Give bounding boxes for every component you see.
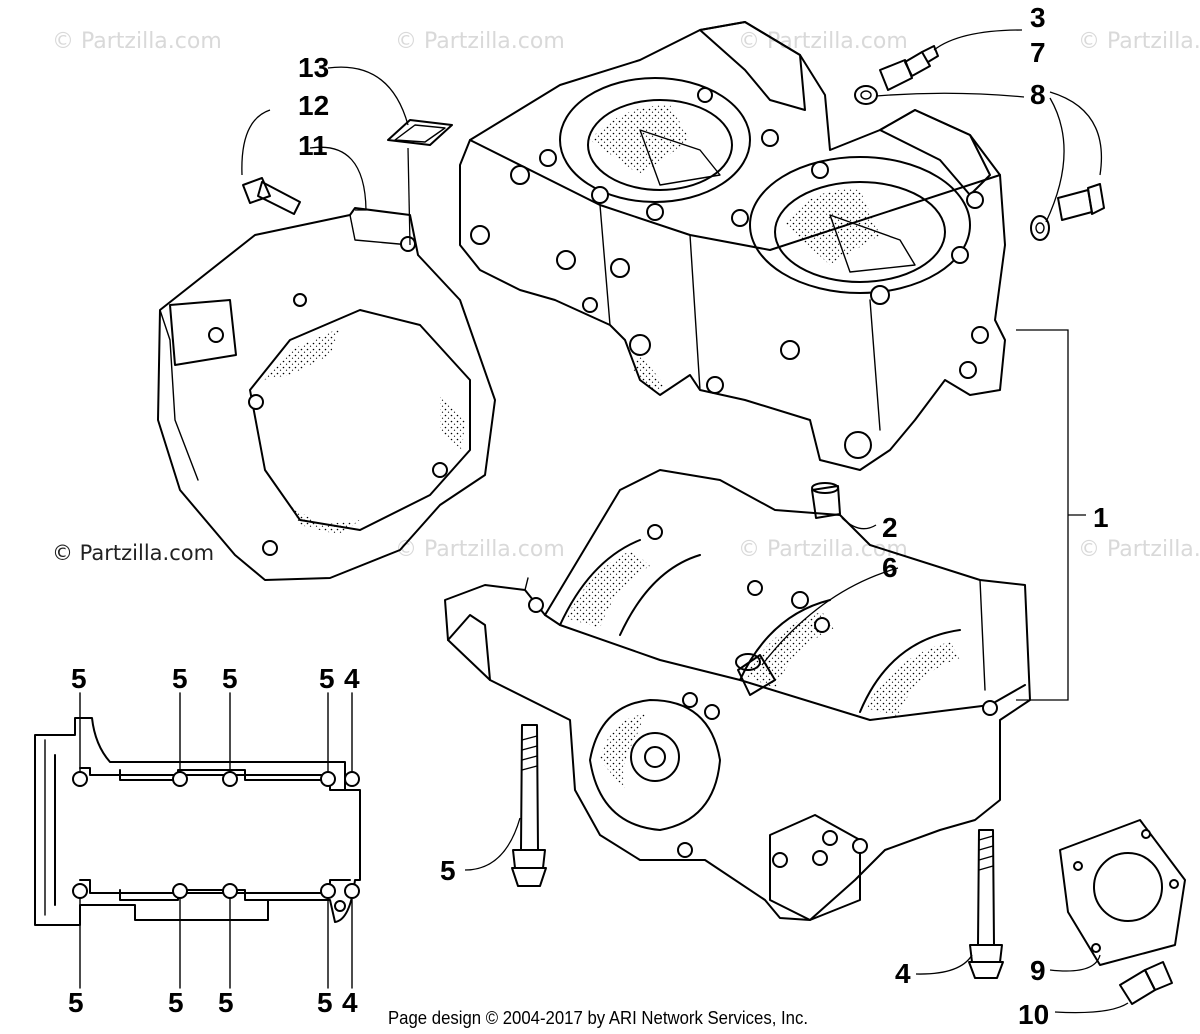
sealing-washers (854, 85, 1050, 241)
callout-9: 9 (1030, 955, 1046, 986)
long-bolt-5 (511, 724, 547, 887)
inset-top-label: 4 (344, 663, 360, 694)
clip (387, 119, 453, 146)
watermark: © Partzilla.com (1078, 537, 1200, 562)
long-bolt-4 (968, 829, 1004, 979)
watermark: © Partzilla.com (395, 537, 565, 562)
watermark: © Partzilla.com (738, 29, 908, 54)
bolt-12 (242, 177, 301, 215)
inset-top-label: 5 (172, 663, 188, 694)
inset-top-label: 5 (222, 663, 238, 694)
callout-7: 7 (1030, 37, 1046, 68)
watermark-dark: © Partzilla.com (52, 541, 214, 565)
callout-6: 6 (882, 552, 898, 583)
gasket (1059, 819, 1186, 966)
inset-top-label: 5 (71, 663, 87, 694)
watermark: © Partzilla.com (52, 29, 222, 54)
inset-bottom-label: 4 (342, 987, 358, 1018)
callout-12: 12 (298, 90, 329, 121)
callout-3: 3 (1030, 2, 1046, 33)
sleeve-6 (735, 653, 776, 696)
callout-5: 5 (440, 855, 456, 886)
watermarks: © Partzilla.com © Partzilla.com © Partzi… (52, 29, 1200, 565)
inset-bottom-label: 5 (168, 987, 184, 1018)
callout-13: 13 (298, 52, 329, 83)
bolt-7 (1057, 183, 1105, 221)
callout-4: 4 (895, 958, 911, 989)
copyright-credit: Page design © 2004-2017 by ARI Network S… (388, 1008, 808, 1028)
bolt-10 (1119, 961, 1173, 1005)
callout-11: 11 (298, 130, 328, 161)
callout-1: 1 (1093, 502, 1109, 533)
watermark: © Partzilla.com (1078, 29, 1200, 54)
inset-top-label: 5 (319, 663, 335, 694)
watermark: © Partzilla.com (738, 537, 908, 562)
callout-8: 8 (1030, 79, 1046, 110)
inset-bottom-label: 5 (218, 987, 234, 1018)
inset-bottom-label: 5 (68, 987, 84, 1018)
fitting (879, 45, 939, 91)
callout-2: 2 (882, 512, 898, 543)
bolt-pattern-inset: 5 5 5 5 4 5 5 5 5 4 (34, 663, 361, 1018)
callouts: 1 2 3 7 8 6 5 4 9 10 11 12 13 (298, 2, 1109, 1030)
upper-crankcase-half (459, 21, 1006, 471)
inset-bottom-label: 5 (317, 987, 333, 1018)
leader-lines (241, 29, 1129, 1014)
watermark: © Partzilla.com (395, 29, 565, 54)
callout-10: 10 (1018, 999, 1049, 1030)
magneto-housing (157, 207, 496, 581)
